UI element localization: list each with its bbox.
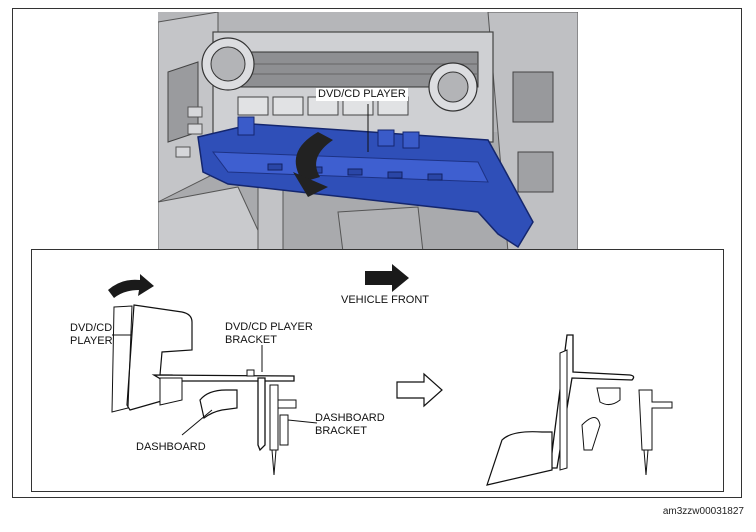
photo-callout-dvd-player: DVD/CD PLAYER: [316, 88, 408, 101]
dvd-cd-player-label: DVD/CD PLAYER: [70, 322, 113, 347]
vehicle-front-label: VEHICLE FRONT: [341, 294, 430, 306]
transition-arrow: [396, 372, 443, 408]
figure-id: am3zzw00031827: [662, 506, 744, 517]
vehicle-front-arrow: [365, 264, 409, 292]
dashboard-label: DASHBOARD: [136, 441, 206, 453]
dashboard-photo: DVD/CD PLAYER: [158, 12, 578, 252]
detail-panel: VEHICLE FRONT DVD/CD PLAYER DVD/CD PLAYE…: [31, 249, 724, 492]
dashboard-bracket-label: DASHBOARD BRACKET: [315, 412, 385, 437]
removal-arrow: [108, 274, 154, 298]
dvd-cd-player-bracket-label: DVD/CD PLAYER BRACKET: [225, 321, 313, 346]
bracket-section-diagram: [108, 264, 673, 486]
dashboard-illustration: [158, 12, 578, 252]
